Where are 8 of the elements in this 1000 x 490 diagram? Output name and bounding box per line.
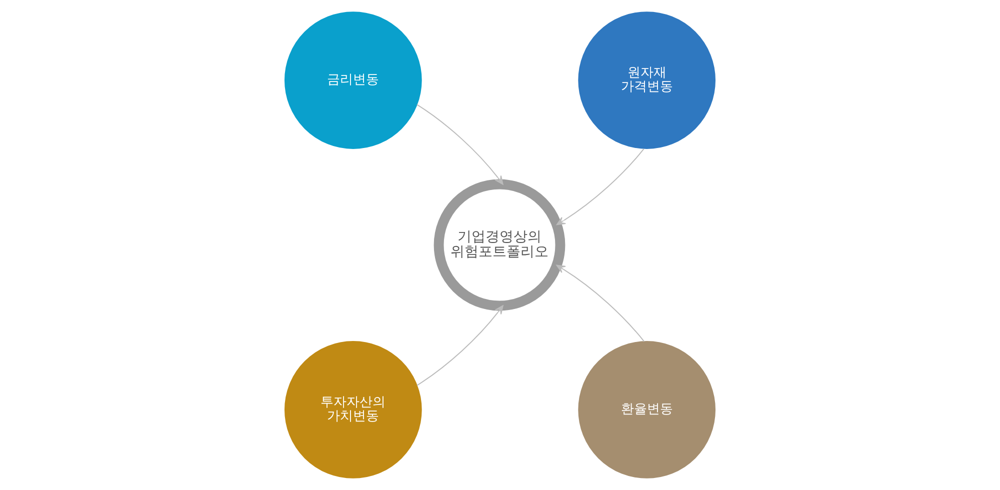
node-circle: 금리변동 [284, 12, 422, 149]
arrow [556, 264, 645, 342]
node-circle: 원자재 가격변동 [578, 12, 716, 149]
node-circle: 투자자산의 가치변동 [284, 341, 422, 478]
arrow [416, 305, 504, 386]
arrow [556, 148, 644, 226]
arrow [416, 104, 504, 185]
node-circle: 환율변동 [578, 341, 716, 478]
